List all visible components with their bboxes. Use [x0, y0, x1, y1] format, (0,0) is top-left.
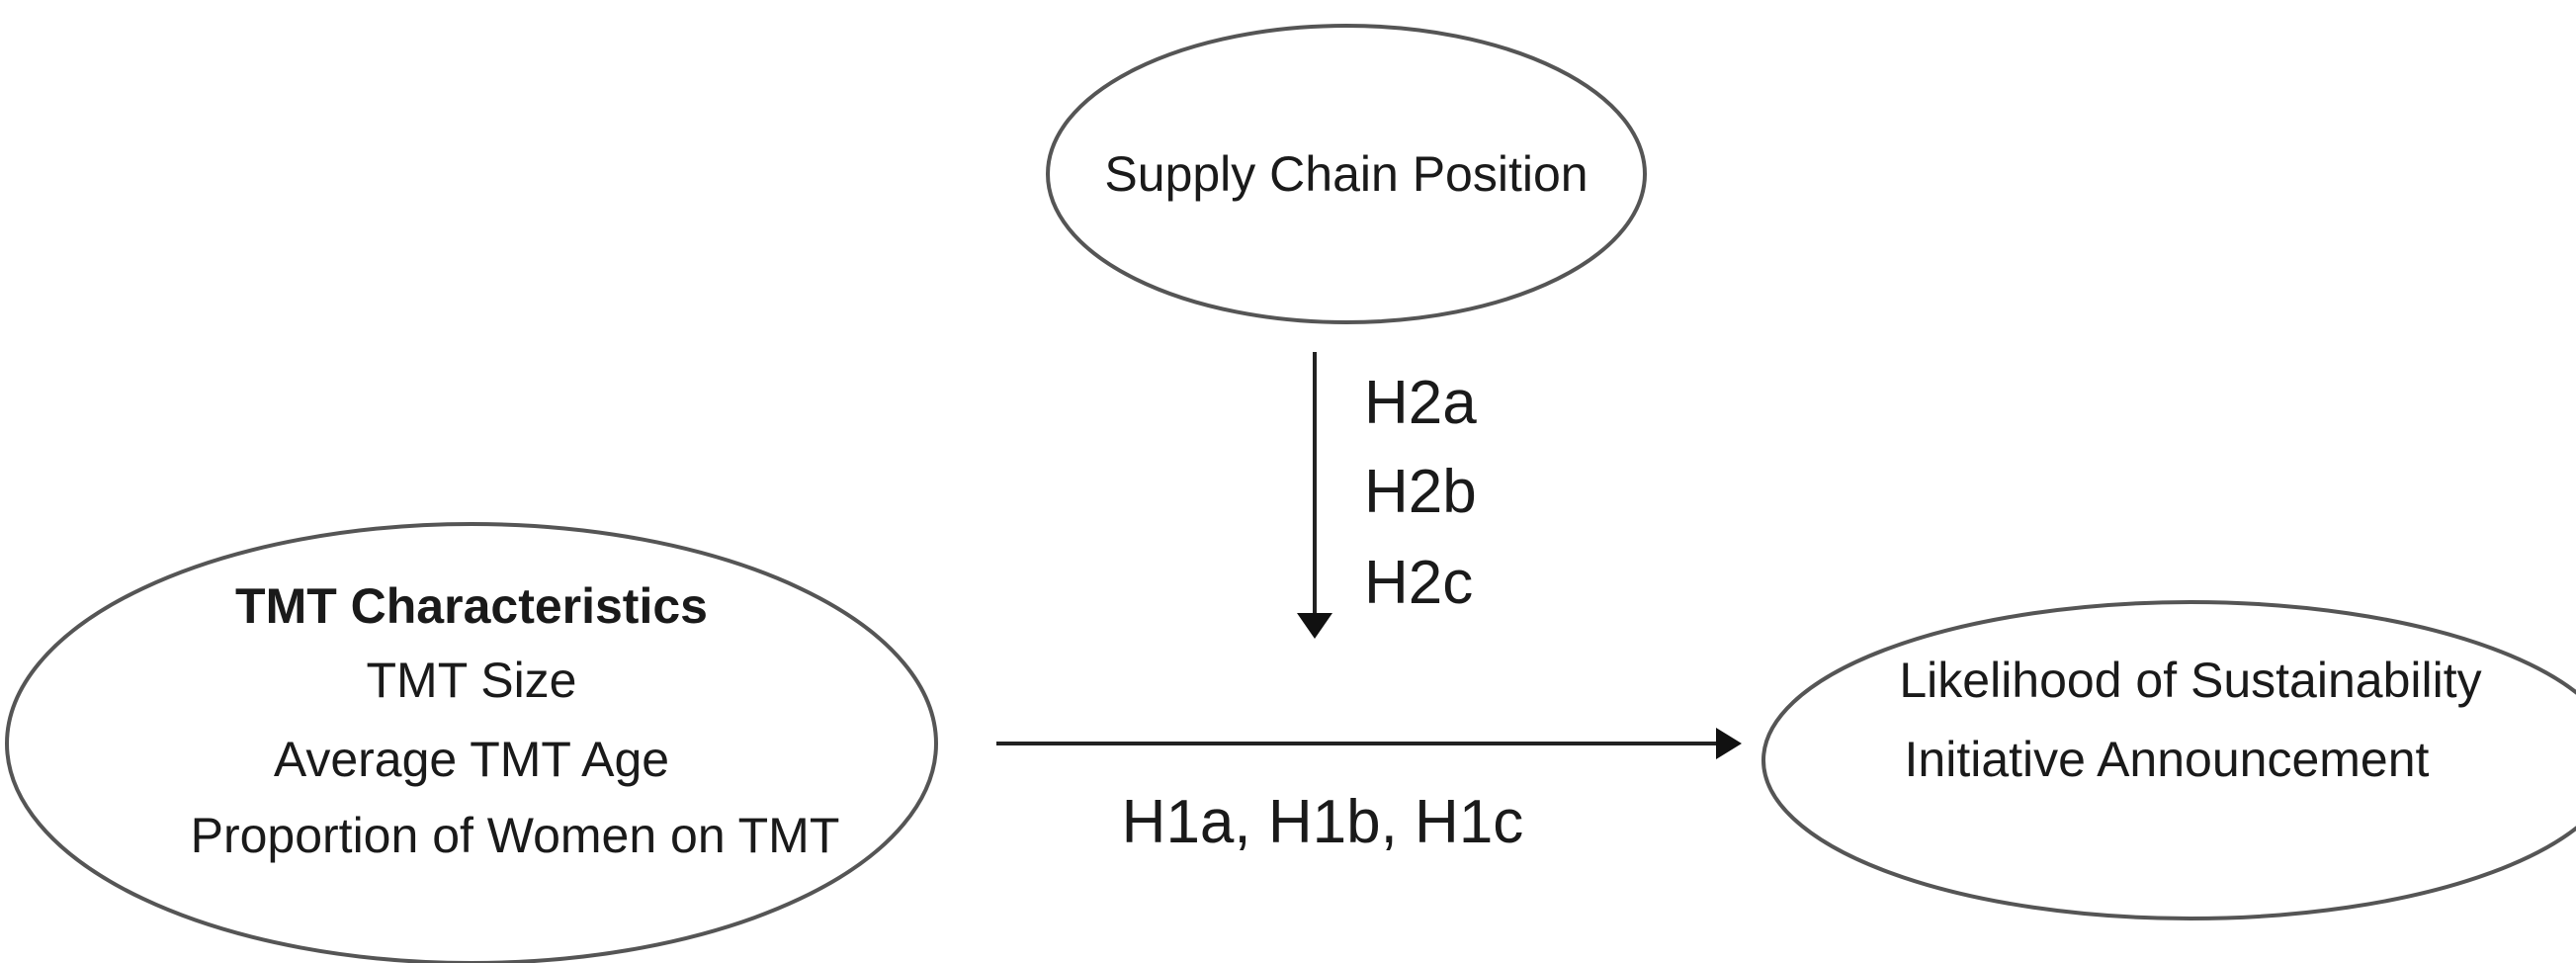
average-tmt-age-label: Average TMT Age	[274, 732, 669, 787]
proportion-women-tmt-label: Proportion of Women on TMT	[191, 808, 840, 863]
supply-chain-position-ellipse	[1046, 24, 1647, 324]
hypothesis-h2a-label: H2a	[1364, 369, 1477, 437]
hypothesis-h2b-label: H2b	[1364, 458, 1477, 526]
supply-chain-position-node: Supply Chain Position	[1046, 24, 1647, 324]
main-effect-arrow	[996, 728, 1742, 759]
supply-chain-position-label: Supply Chain Position	[1104, 146, 1588, 202]
hypothesis-h1-label: H1a, H1b, H1c	[1122, 788, 1524, 856]
sustainability-outcome-ellipse	[1761, 600, 2576, 920]
tmt-characteristics-ellipse	[5, 522, 938, 963]
tmt-characteristics-node: TMT Characteristics TMT Size Average TMT…	[5, 522, 938, 963]
hypothesis-h2c-label: H2c	[1364, 549, 1473, 617]
main-effect-arrow-head	[1716, 728, 1742, 759]
outcome-label-line-2: Initiative Announcement	[1905, 732, 2430, 787]
moderation-arrow-head	[1297, 613, 1332, 639]
moderation-arrow	[1297, 352, 1332, 639]
tmt-size-label: TMT Size	[367, 653, 577, 708]
sustainability-outcome-node: Likelihood of Sustainability Initiative …	[1761, 600, 2576, 920]
outcome-label-line-1: Likelihood of Sustainability	[1899, 653, 2481, 708]
tmt-characteristics-title: TMT Characteristics	[235, 578, 708, 634]
